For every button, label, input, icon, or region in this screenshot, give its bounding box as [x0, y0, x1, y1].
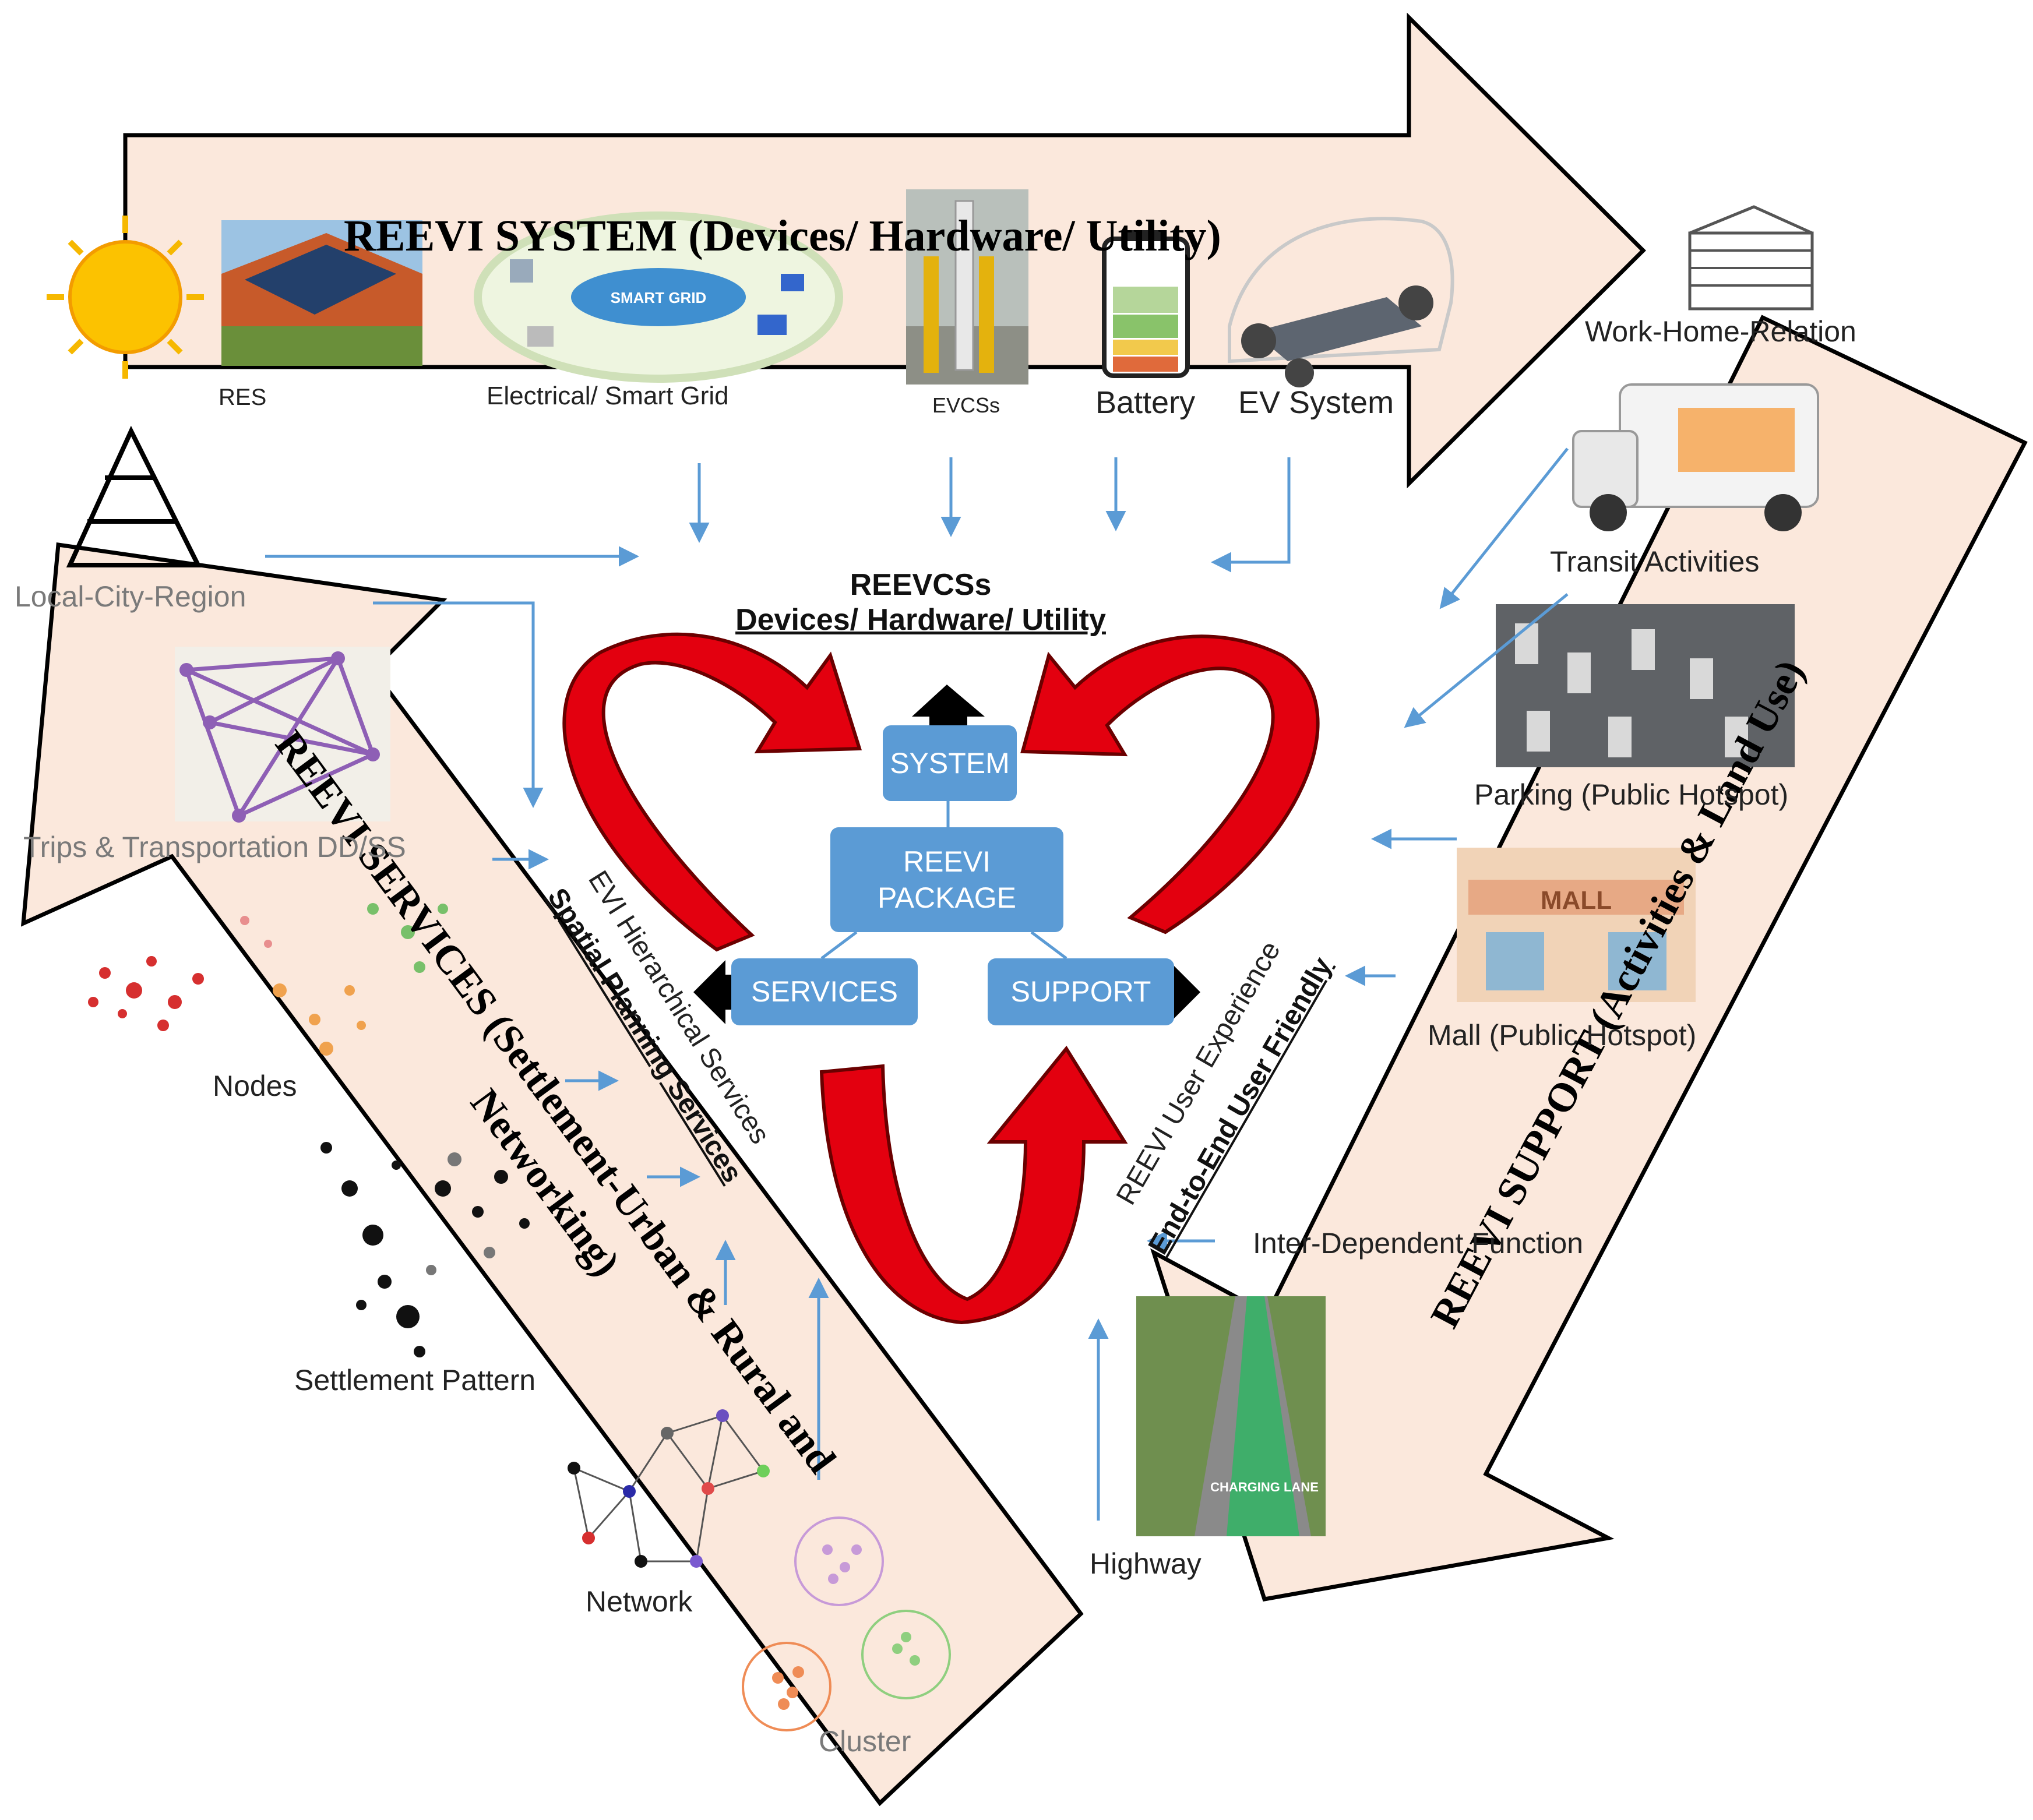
network-graph-image [568, 1409, 770, 1568]
evcss-label: EVCSs [932, 393, 1000, 417]
charging-lane-text: CHARGING LANE [1210, 1480, 1319, 1494]
inter-dependent-label: Inter-Dependent Function [1253, 1227, 1584, 1260]
ev-chassis-image [1228, 217, 1454, 387]
support-box: SUPPORT [988, 958, 1174, 1025]
smart-grid-label: SMART GRID [611, 289, 707, 306]
system-arrow-title: REEVI SYSTEM (Devices/ Hardware/ Utility… [344, 211, 1221, 260]
center-heading-line1: REEVCSs [850, 568, 992, 602]
cluster-diagram-image [742, 1516, 951, 1731]
system-up-arrow [912, 685, 985, 725]
package-line2: PACKAGE [877, 881, 1017, 914]
battery-icon [1102, 230, 1190, 378]
network-label: Network [586, 1585, 693, 1618]
red-loop-arrows [562, 632, 1320, 1325]
smart-grid-image: SMART GRID [474, 211, 843, 383]
reevi-package-box: REEVI PACKAGE [830, 827, 1063, 932]
ev-system-label: EV System [1238, 385, 1394, 420]
highway-image: CHARGING LANE [1136, 1296, 1326, 1536]
services-box: SERVICES [731, 958, 918, 1025]
transit-label: Transit Activities [1550, 545, 1760, 578]
local-city-region-label: Local-City-Region [15, 580, 246, 613]
mall-image: MALL [1457, 848, 1696, 1002]
food-truck-image [1572, 383, 1819, 531]
building-icon [1688, 205, 1814, 311]
mall-label: Mall (Public Hotspot) [1428, 1019, 1697, 1052]
sun-icon [47, 216, 204, 379]
solar-house-image [221, 220, 422, 366]
package-line1: REEVI [903, 845, 991, 878]
services-arrow-shape [20, 542, 1084, 1807]
center-heading: REEVCSs Devices/ Hardware/ Utility [658, 568, 1183, 638]
system-arrow-shape [123, 12, 1646, 489]
system-box: SYSTEM [883, 725, 1017, 801]
grid-label: Electrical/ Smart Grid [487, 382, 729, 410]
settlement-label: Settlement Pattern [294, 1364, 536, 1396]
station-network-map [175, 647, 390, 823]
parking-lot-image [1496, 604, 1795, 767]
trips-label: Trips & Transportation DD/SS [23, 831, 406, 863]
work-home-label: Work-Home-Relation [1585, 315, 1856, 348]
res-label: RES [219, 385, 267, 410]
flow-arrows [265, 447, 1569, 1521]
system-box-label: SYSTEM [890, 746, 1010, 780]
cluster-label: Cluster [819, 1725, 911, 1758]
services-box-label: SERVICES [751, 975, 898, 1008]
hierarchy-pyramid-icon [66, 425, 202, 567]
mall-sign-text: MALL [1541, 886, 1612, 915]
nodes-graph-image [88, 903, 448, 1056]
battery-label: Battery [1095, 385, 1196, 420]
parking-label: Parking (Public Hotspot) [1474, 778, 1789, 811]
support-box-label: SUPPORT [1010, 975, 1151, 1008]
center-heading-line2: Devices/ Hardware/ Utility [735, 602, 1106, 637]
nodes-label: Nodes [213, 1070, 297, 1102]
highway-label: Highway [1090, 1547, 1202, 1580]
charging-station-image [906, 189, 1028, 385]
settlement-pattern-map [320, 1142, 530, 1357]
